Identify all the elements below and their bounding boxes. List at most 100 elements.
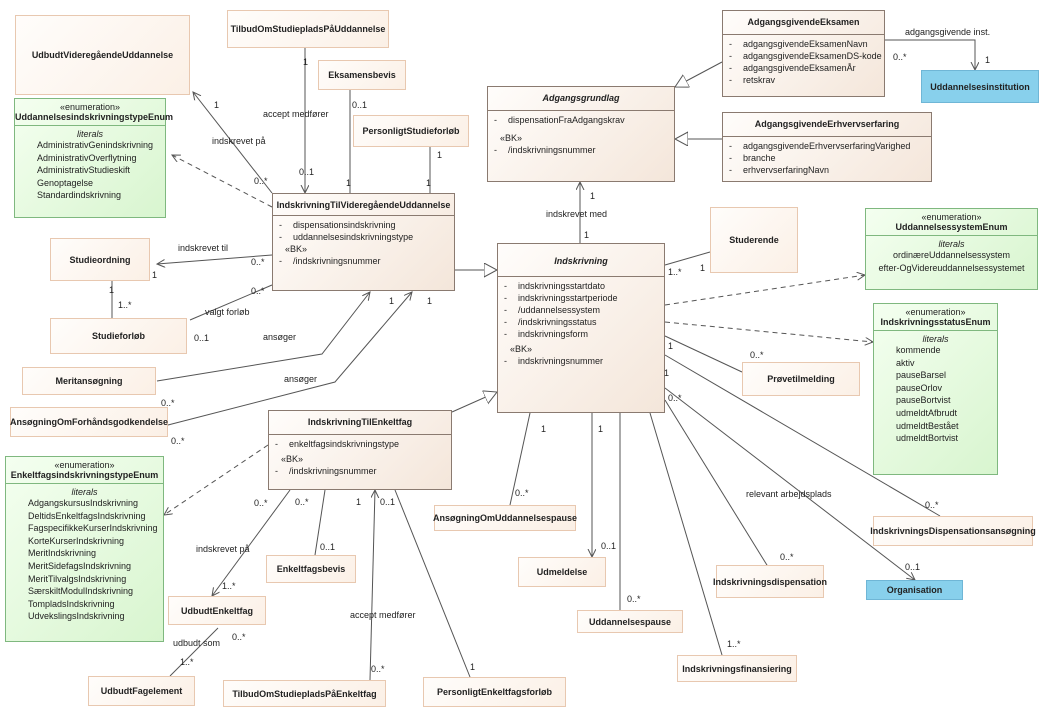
multiplicity: 1 xyxy=(598,424,604,434)
class-name: AnsøgningOmForhåndsgodkendelse xyxy=(10,417,169,427)
bk-stereotype: «BK» xyxy=(510,344,533,354)
class-name: Meritansøgning xyxy=(55,376,123,386)
attribute-list: -adgangsgivendeErhvervserfaringVarighed … xyxy=(723,137,931,179)
class-adgangsgrundlag[interactable]: Adgangsgrundlag -dispensationFraAdgangsk… xyxy=(487,86,675,182)
enum-name: IndskrivningsstatusEnum xyxy=(880,317,991,327)
class-tilbud-studieplads-uddannelse[interactable]: TilbudOmStudiepladsPåUddannelse xyxy=(227,10,389,48)
class-uddannelsespause[interactable]: Uddannelsespause xyxy=(577,610,683,633)
class-studieforloeb[interactable]: Studieforløb xyxy=(50,318,187,354)
enum-enkeltfagsindskrivningstype[interactable]: «enumeration» Enkeltfagsindskrivningstyp… xyxy=(5,456,164,642)
class-name: UdbudtEnkeltfag xyxy=(181,605,253,616)
multiplicity: 1 xyxy=(303,57,309,67)
multiplicity: 0..* xyxy=(750,350,764,360)
class-name: Studieforløb xyxy=(92,331,145,341)
enum-value: ordinæreUddannelsessystem xyxy=(892,250,1011,260)
class-meritansoegning[interactable]: Meritansøgning xyxy=(22,367,156,395)
attribute-list: -dispensationsindskrivning -uddannelsesi… xyxy=(273,216,454,270)
multiplicity: 0..1 xyxy=(320,542,336,552)
attribute: -uddannelsesindskrivningstype xyxy=(279,232,414,242)
assoc-label: ansøger xyxy=(284,374,318,384)
multiplicity: 1 xyxy=(541,424,547,434)
class-adgangsgivende-eksamen[interactable]: AdgangsgivendeEksamen -adgangsgivendeEks… xyxy=(722,10,885,97)
external-uddannelsesinstitution[interactable]: Uddannelsesinstitution xyxy=(921,70,1039,103)
separator xyxy=(269,434,451,435)
multiplicity: 1 xyxy=(985,55,991,65)
class-name: IndskrivningsDispensationsansøgning xyxy=(870,526,1036,536)
assoc-studieordning xyxy=(157,254,273,264)
enum-stereotype: «enumeration» xyxy=(59,102,121,112)
attribute: -enkeltfagsindskrivningstype xyxy=(275,439,400,449)
gen-enkeltfag-indskrivning xyxy=(451,392,497,413)
class-proevetilmelding[interactable]: Prøvetilmelding xyxy=(742,362,860,396)
separator xyxy=(723,34,884,35)
literals-label: literals xyxy=(922,334,949,344)
enum-values: kommende aktiv pauseBarsel pauseOrlov pa… xyxy=(874,344,997,449)
enum-stereotype: «enumeration» xyxy=(921,212,982,222)
attribute: -indskrivningsstartdato xyxy=(504,281,606,291)
class-adgangsgivende-erhvervserfaring[interactable]: AdgangsgivendeErhvervserfaring -adgangsg… xyxy=(722,112,932,182)
class-udmeldelse[interactable]: Udmeldelse xyxy=(518,557,606,587)
multiplicity: 1 xyxy=(389,296,395,306)
separator xyxy=(723,136,931,137)
attribute: -erhvervserfaringNavn xyxy=(729,165,830,175)
multiplicity: 1 xyxy=(426,178,432,188)
assoc-studieforloeb xyxy=(189,284,273,321)
class-studerende[interactable]: Studerende xyxy=(710,207,798,273)
assoc-label: indskrevet til xyxy=(178,243,229,253)
class-personligt-studieforloeb[interactable]: PersonligtStudieforløb xyxy=(353,115,469,147)
attribute: -/indskrivningsstatus xyxy=(504,317,597,327)
assoc-label: indskrevet på xyxy=(212,136,266,146)
class-udbudt-videregaaende-uddannelse[interactable]: UdbudtVideregåendeUddannelse xyxy=(15,15,190,95)
class-dispensationsansoegning[interactable]: IndskrivningsDispensationsansøgning xyxy=(870,516,1036,546)
dep-uddannelsessystem xyxy=(664,275,865,306)
literals-label: literals xyxy=(71,487,98,497)
class-eksamensbevis[interactable]: Eksamensbevis xyxy=(318,60,406,90)
class-tilbud-studieplads-enkeltfag[interactable]: TilbudOmStudiepladsPåEnkeltfag xyxy=(223,680,386,707)
class-name: AdgangsgivendeEksamen xyxy=(747,17,860,27)
attribute: -adgangsgivendeEksamenDS-kode xyxy=(729,51,882,61)
attribute: -indskrivningsstartperiode xyxy=(504,293,618,303)
enum-uddannelsesindskrivningstype[interactable]: «enumeration» Uddannelsesindskrivningsty… xyxy=(14,98,174,218)
multiplicity: 0..* xyxy=(295,497,309,507)
enum-value: udmeldtBortvist xyxy=(896,433,959,444)
multiplicity: 1 xyxy=(427,296,433,306)
class-indskrivningsfinansiering[interactable]: Indskrivningsfinansiering xyxy=(677,655,797,682)
dep-status xyxy=(664,321,873,342)
dep-enkeltfag-type xyxy=(164,444,269,515)
multiplicity: 0..1 xyxy=(380,497,396,507)
attribute-list: -enkeltfagsindskrivningstype «BK» -/inds… xyxy=(269,435,451,480)
class-ansoegning-forhaandsgodkendelse[interactable]: AnsøgningOmForhåndsgodkendelse xyxy=(10,407,168,437)
separator xyxy=(488,110,674,111)
enum-indskrivningsstatus[interactable]: «enumeration» IndskrivningsstatusEnum li… xyxy=(873,303,998,475)
class-name: Studerende xyxy=(729,235,779,245)
separator xyxy=(498,276,664,277)
assoc-label: indskrevet på xyxy=(196,544,250,554)
separator xyxy=(866,235,1037,236)
class-studieordning[interactable]: Studieordning xyxy=(50,238,150,281)
assoc-personligt-enkeltfag xyxy=(394,489,471,678)
class-enkeltfagsbevis[interactable]: Enkeltfagsbevis xyxy=(266,555,356,583)
class-indskrivning-videregaaende[interactable]: IndskrivningTilVideregåendeUddannelse -d… xyxy=(272,193,455,291)
assoc-label: valgt forløb xyxy=(205,307,250,317)
assoc-label: indskrevet med xyxy=(546,209,608,219)
enum-name: UddannelsesindskrivningstypeEnum xyxy=(15,112,174,122)
class-indskrivning[interactable]: Indskrivning -indskrivningsstartdato -in… xyxy=(497,243,665,413)
bk-stereotype: «BK» xyxy=(285,244,308,254)
class-name: AdgangsgivendeErhvervserfaring xyxy=(754,119,900,129)
external-organisation[interactable]: Organisation xyxy=(866,580,963,600)
assoc-ansoeg-pause xyxy=(509,412,531,506)
dep-indskr-type xyxy=(172,155,273,208)
enum-value: pauseBarsel xyxy=(896,370,947,381)
class-personligt-enkeltfagsforloeb[interactable]: PersonligtEnkeltfagsforløb xyxy=(423,677,566,707)
class-indskrivningsdispensation[interactable]: Indskrivningsdispensation xyxy=(713,565,827,598)
class-udbudt-fagelement[interactable]: UdbudtFagelement xyxy=(88,676,195,706)
class-ansoegning-uddannelsespause[interactable]: AnsøgningOmUddannelsespause xyxy=(433,505,577,531)
assoc-label: relevant arbejdsplads xyxy=(746,489,832,499)
class-indskrivning-enkeltfag[interactable]: IndskrivningTilEnkeltfag -enkeltfagsinds… xyxy=(268,410,452,490)
attribute: -adgangsgivendeEksamenÅr xyxy=(729,63,856,73)
class-name: Indskrivningsfinansiering xyxy=(682,663,792,674)
multiplicity: 1..* xyxy=(668,267,682,277)
class-udbudt-enkeltfag[interactable]: UdbudtEnkeltfag xyxy=(168,596,266,625)
enum-uddannelsessystem[interactable]: «enumeration» UddannelsessystemEnum lite… xyxy=(865,208,1038,290)
